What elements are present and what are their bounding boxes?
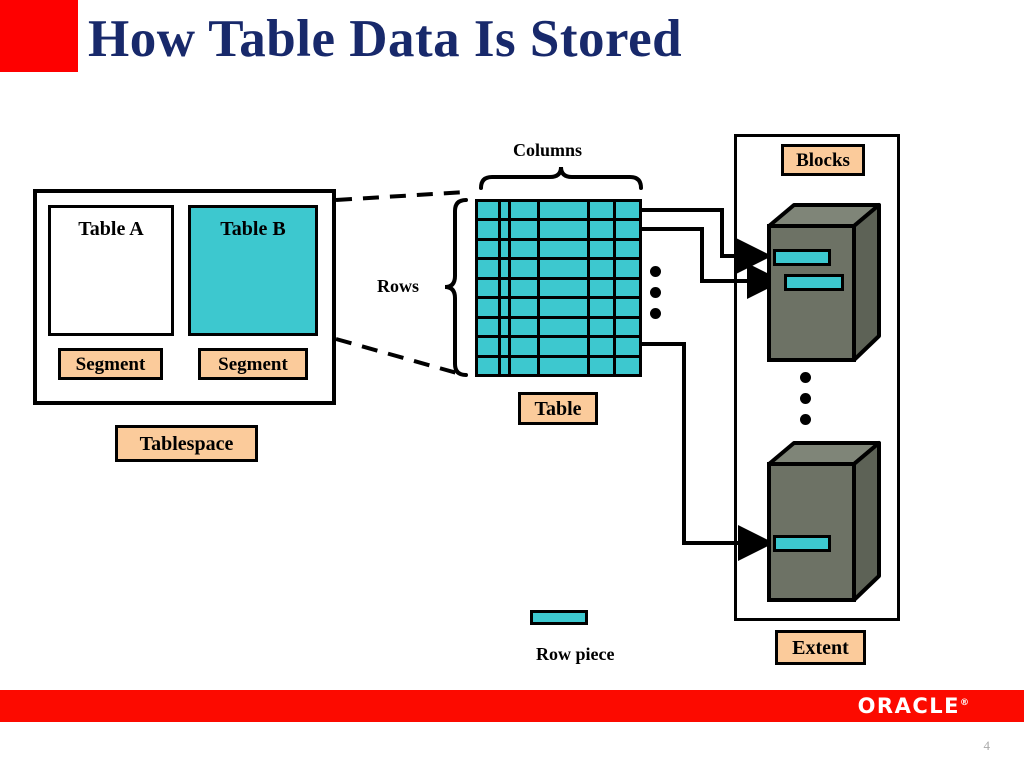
table-a-label: Table A <box>78 218 144 240</box>
grid-cell <box>616 221 639 238</box>
blocks-ellipsis-dots <box>800 372 811 435</box>
grid-cell <box>590 221 613 238</box>
grid-cell <box>501 240 508 258</box>
segment-b-label: Segment <box>198 348 308 380</box>
grid-cell <box>501 260 508 277</box>
grid-cell <box>616 357 639 374</box>
grid-cell <box>478 202 498 219</box>
grid-cell <box>511 240 537 258</box>
table-label: Table <box>518 392 598 425</box>
grid-cell <box>540 299 587 316</box>
extent-container <box>734 134 900 621</box>
grid-cell <box>590 338 613 355</box>
grid-cell <box>511 338 537 355</box>
grid-cell <box>478 279 498 297</box>
grid-cell <box>616 260 639 277</box>
segment-a-label: Segment <box>58 348 163 380</box>
grid-cell <box>540 260 587 277</box>
grid-cell <box>590 318 613 336</box>
grid-ellipsis-dots <box>650 266 661 329</box>
grid-cell <box>478 221 498 238</box>
grid-cell <box>501 318 508 336</box>
grid-cell <box>616 299 639 316</box>
grid-cell <box>590 279 613 297</box>
grid-cell <box>478 299 498 316</box>
grid-cell <box>590 260 613 277</box>
grid-cell <box>511 260 537 277</box>
grid-cell <box>501 338 508 355</box>
grid-cell <box>478 260 498 277</box>
table-grid <box>475 199 642 377</box>
row-piece-legend-label: Row piece <box>536 644 615 664</box>
title-accent-block <box>0 0 78 72</box>
grid-cell <box>501 221 508 238</box>
table-a-shape: Table A <box>48 205 174 336</box>
grid-cell <box>478 240 498 258</box>
grid-cell <box>540 202 587 219</box>
grid-cell <box>540 221 587 238</box>
grid-cell <box>511 299 537 316</box>
grid-cell <box>511 357 537 374</box>
footer-bar <box>0 690 1024 722</box>
slide-number: 4 <box>983 738 991 753</box>
grid-cell <box>616 202 639 219</box>
tablespace-label: Tablespace <box>115 425 258 462</box>
extent-label: Extent <box>775 630 866 665</box>
grid-cell <box>590 357 613 374</box>
registered-mark: ® <box>960 698 969 708</box>
grid-cell <box>540 318 587 336</box>
data-block-2 <box>766 440 881 602</box>
block-3d-shape <box>767 203 881 362</box>
row-piece-swatch <box>530 610 588 625</box>
grid-cell <box>478 338 498 355</box>
data-block-1 <box>766 202 881 362</box>
table-b-shape: Table B <box>188 205 318 336</box>
oracle-wordmark: ORACLE <box>857 694 960 718</box>
grid-cell <box>590 299 613 316</box>
row-piece-block1-b <box>784 274 844 291</box>
grid-cell <box>478 357 498 374</box>
page-title: How Table Data Is Stored <box>88 10 683 68</box>
grid-cell <box>616 338 639 355</box>
grid-cell <box>511 318 537 336</box>
grid-cell <box>501 357 508 374</box>
grid-cell <box>501 299 508 316</box>
rows-label: Rows <box>377 276 420 296</box>
blocks-label: Blocks <box>781 144 865 176</box>
grid-cell <box>540 338 587 355</box>
grid-cell <box>511 202 537 219</box>
oracle-logo: ORACLE® <box>858 694 969 718</box>
grid-cell <box>616 240 639 258</box>
row-piece-block2-a <box>773 535 831 552</box>
grid-cell <box>540 240 587 258</box>
grid-cell <box>478 318 498 336</box>
columns-label: Columns <box>513 140 583 160</box>
row-piece-block1-a <box>773 249 831 266</box>
grid-cell <box>590 202 613 219</box>
table-b-label: Table B <box>220 218 286 240</box>
grid-cell <box>501 202 508 219</box>
grid-cell <box>501 279 508 297</box>
grid-cell <box>511 279 537 297</box>
grid-cell <box>540 279 587 297</box>
grid-cell <box>511 221 537 238</box>
grid-cell <box>540 357 587 374</box>
grid-cell <box>616 318 639 336</box>
block-3d-shape <box>767 441 881 602</box>
grid-cell <box>616 279 639 297</box>
grid-cell <box>590 240 613 258</box>
